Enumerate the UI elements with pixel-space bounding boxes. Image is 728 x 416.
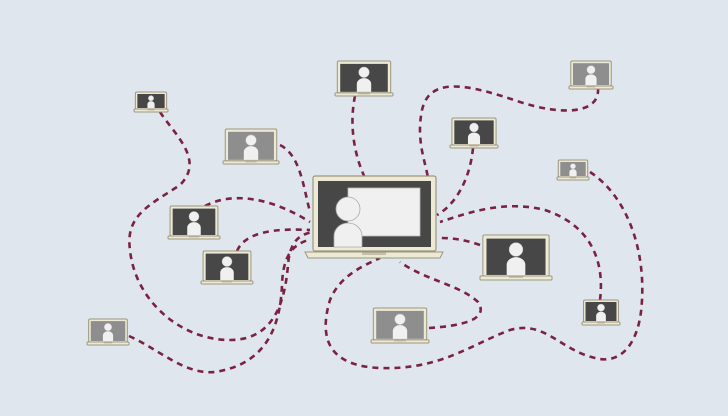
person-body-icon [585, 74, 597, 85]
laptop-notch [394, 339, 406, 342]
laptop-notch [362, 252, 386, 255]
person-body-icon [392, 325, 408, 339]
person-body-icon [356, 78, 372, 92]
laptop-notch [147, 109, 155, 111]
dashed-connection [351, 95, 367, 179]
person-body-icon [596, 311, 606, 321]
dashed-connection [418, 85, 600, 179]
student-laptop [581, 299, 621, 326]
person-head-icon [358, 66, 370, 78]
dashed-connection [235, 228, 311, 252]
student-laptop [568, 60, 614, 90]
person-head-icon [221, 256, 233, 267]
student-laptop [370, 307, 430, 344]
person-head-icon [570, 163, 576, 170]
laptop-notch [569, 177, 577, 179]
laptop-notch [103, 342, 113, 344]
person-head-icon [597, 303, 605, 312]
laptop-notch [469, 145, 479, 147]
dashed-connection [439, 236, 481, 247]
person-body-icon [243, 146, 259, 160]
laptop-notch [597, 322, 605, 324]
dashed-connection [128, 238, 309, 374]
person-head-icon [103, 323, 113, 332]
dashed-connection [324, 170, 644, 370]
connections [128, 85, 644, 374]
person-body-icon [147, 101, 155, 108]
person-head-icon [508, 242, 524, 257]
dashed-connection [436, 147, 475, 217]
person-body-icon [102, 331, 114, 341]
laptop-notch [221, 281, 233, 283]
laptop-notch [188, 236, 200, 238]
person-head-icon [188, 211, 200, 222]
student-laptop [86, 318, 130, 346]
student-laptop [479, 234, 553, 281]
person-head-icon [148, 95, 154, 102]
teacher-laptop [304, 175, 444, 259]
person-head-icon [586, 65, 596, 75]
student-laptop [133, 91, 169, 113]
person-body-icon [467, 132, 481, 144]
student-laptop [222, 128, 280, 165]
person-head-icon [394, 313, 406, 325]
student-laptop [449, 117, 499, 149]
dashed-connection [279, 143, 312, 213]
person-body-icon [506, 257, 526, 275]
dashed-connection [399, 260, 482, 330]
student-laptop [167, 205, 221, 240]
person-body-icon [187, 222, 201, 235]
teacher-head-icon [335, 196, 361, 222]
laptop-notch [586, 86, 596, 88]
dashed-connection [204, 196, 311, 224]
laptops [86, 60, 621, 346]
student-laptop [334, 60, 394, 97]
student-laptop [556, 159, 590, 181]
laptop-notch [245, 160, 257, 163]
dashed-connection [439, 204, 603, 301]
laptop-notch [358, 92, 370, 95]
person-head-icon [469, 122, 479, 133]
student-laptop [200, 250, 254, 285]
teacher-body-icon [333, 222, 363, 248]
person-body-icon [220, 267, 234, 280]
dashed-connection [128, 111, 313, 342]
person-body-icon [569, 169, 577, 176]
laptop-notch [508, 275, 524, 278]
person-head-icon [245, 134, 257, 146]
